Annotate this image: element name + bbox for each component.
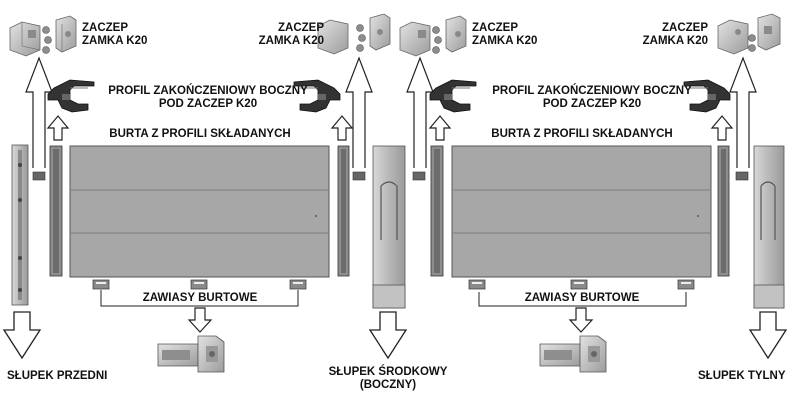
label-line: ZACZEP [278,22,324,34]
arrow-down-icon [568,307,594,333]
label-line: POD ZACZEP K20 [542,98,642,110]
label-line: ZAMKA K20 [82,35,148,47]
latch-piece [735,171,749,181]
label-line: ZACZEP [472,22,518,34]
arrow-up-icon [25,56,53,168]
hinge-icon [468,279,486,290]
arrow-up-icon [710,115,734,141]
lock-catch-label: ZACZEP ZAMKA K20 [616,22,708,48]
middle-post-label: SŁUPEK ŚRODKOWY (BOCZNY) [328,366,448,392]
hinge-bracket [478,292,687,307]
hinges-label: ZAWIASY BURTOWE [142,292,258,304]
hinge-detail-icon [157,335,225,373]
label-line: (BOCZNY) [359,379,417,391]
label-line: PROFIL ZAKOŃCZENIOWY BOCZNY [108,85,308,97]
left-assembly [2,13,408,373]
end-profile-label: PROFIL ZAKOŃCZENIOWY BOCZNY POD ZACZEP K… [476,85,708,111]
end-profile-icon [47,79,95,113]
label-line: ZAMKA K20 [472,35,538,47]
rear-post-label: SŁUPEK TYLNY [698,370,786,382]
panel-label: BURTA Z PROFILI SKŁADANYCH [491,128,673,140]
arrow-up-icon [428,115,452,141]
latch-piece [412,171,426,181]
latch-piece [32,171,46,181]
lock-catch-label: ZACZEP ZAMKA K20 [232,22,324,48]
label-line: ZAMKA K20 [642,35,708,47]
front-post-label: SŁUPEK PRZEDNI [7,370,108,382]
label-line: ZACZEP [662,22,708,34]
label-line: SŁUPEK ŚRODKOWY [328,366,448,378]
hinges-label: ZAWIASY BURTOWE [524,292,640,304]
arrow-up-icon [345,56,373,168]
hinge-icon [289,279,307,290]
hinge-icon [677,279,695,290]
arrow-up-icon [406,56,434,168]
lock-catch-label: ZACZEP ZAMKA K20 [472,22,537,48]
label-line: POD ZACZEP K20 [158,98,258,110]
arrow-down-icon [368,311,408,360]
lock-catch-label: ZACZEP ZAMKA K20 [82,22,147,48]
arrow-down-icon [748,311,788,360]
label-line: ZACZEP [82,22,128,34]
lock-catch-icon [717,13,781,55]
end-profile-icon [683,79,731,113]
right-assembly [399,13,788,373]
arrow-up-icon [330,115,354,141]
middle-post [372,145,406,309]
end-profile-icon [293,79,341,113]
side-panel [451,145,712,278]
rear-post [753,145,785,309]
front-post [11,144,29,306]
hinge-bracket [100,290,299,307]
lock-catch-icon [317,13,391,55]
arrow-down-icon [2,311,42,360]
arrow-up-icon [729,56,757,168]
hinge-icon [570,279,588,290]
lock-catch-icon [9,15,77,57]
hinge-detail-icon [539,335,607,373]
hinge-icon [190,279,208,290]
label-line: PROFIL ZAKOŃCZENIOWY BOCZNY [492,85,692,97]
panel-label: BURTA Z PROFILI SKŁADANYCH [109,128,291,140]
lock-catch-icon [399,15,467,57]
hinge-icon [92,279,110,290]
latch-piece [352,171,366,181]
arrow-down-icon [187,307,213,333]
label-line: ZAMKA K20 [258,35,324,47]
arrow-up-icon [46,115,70,141]
end-profile-label: PROFIL ZAKOŃCZENIOWY BOCZNY POD ZACZEP K… [92,85,324,111]
end-profile-icon [429,79,477,113]
side-panel [69,145,330,278]
